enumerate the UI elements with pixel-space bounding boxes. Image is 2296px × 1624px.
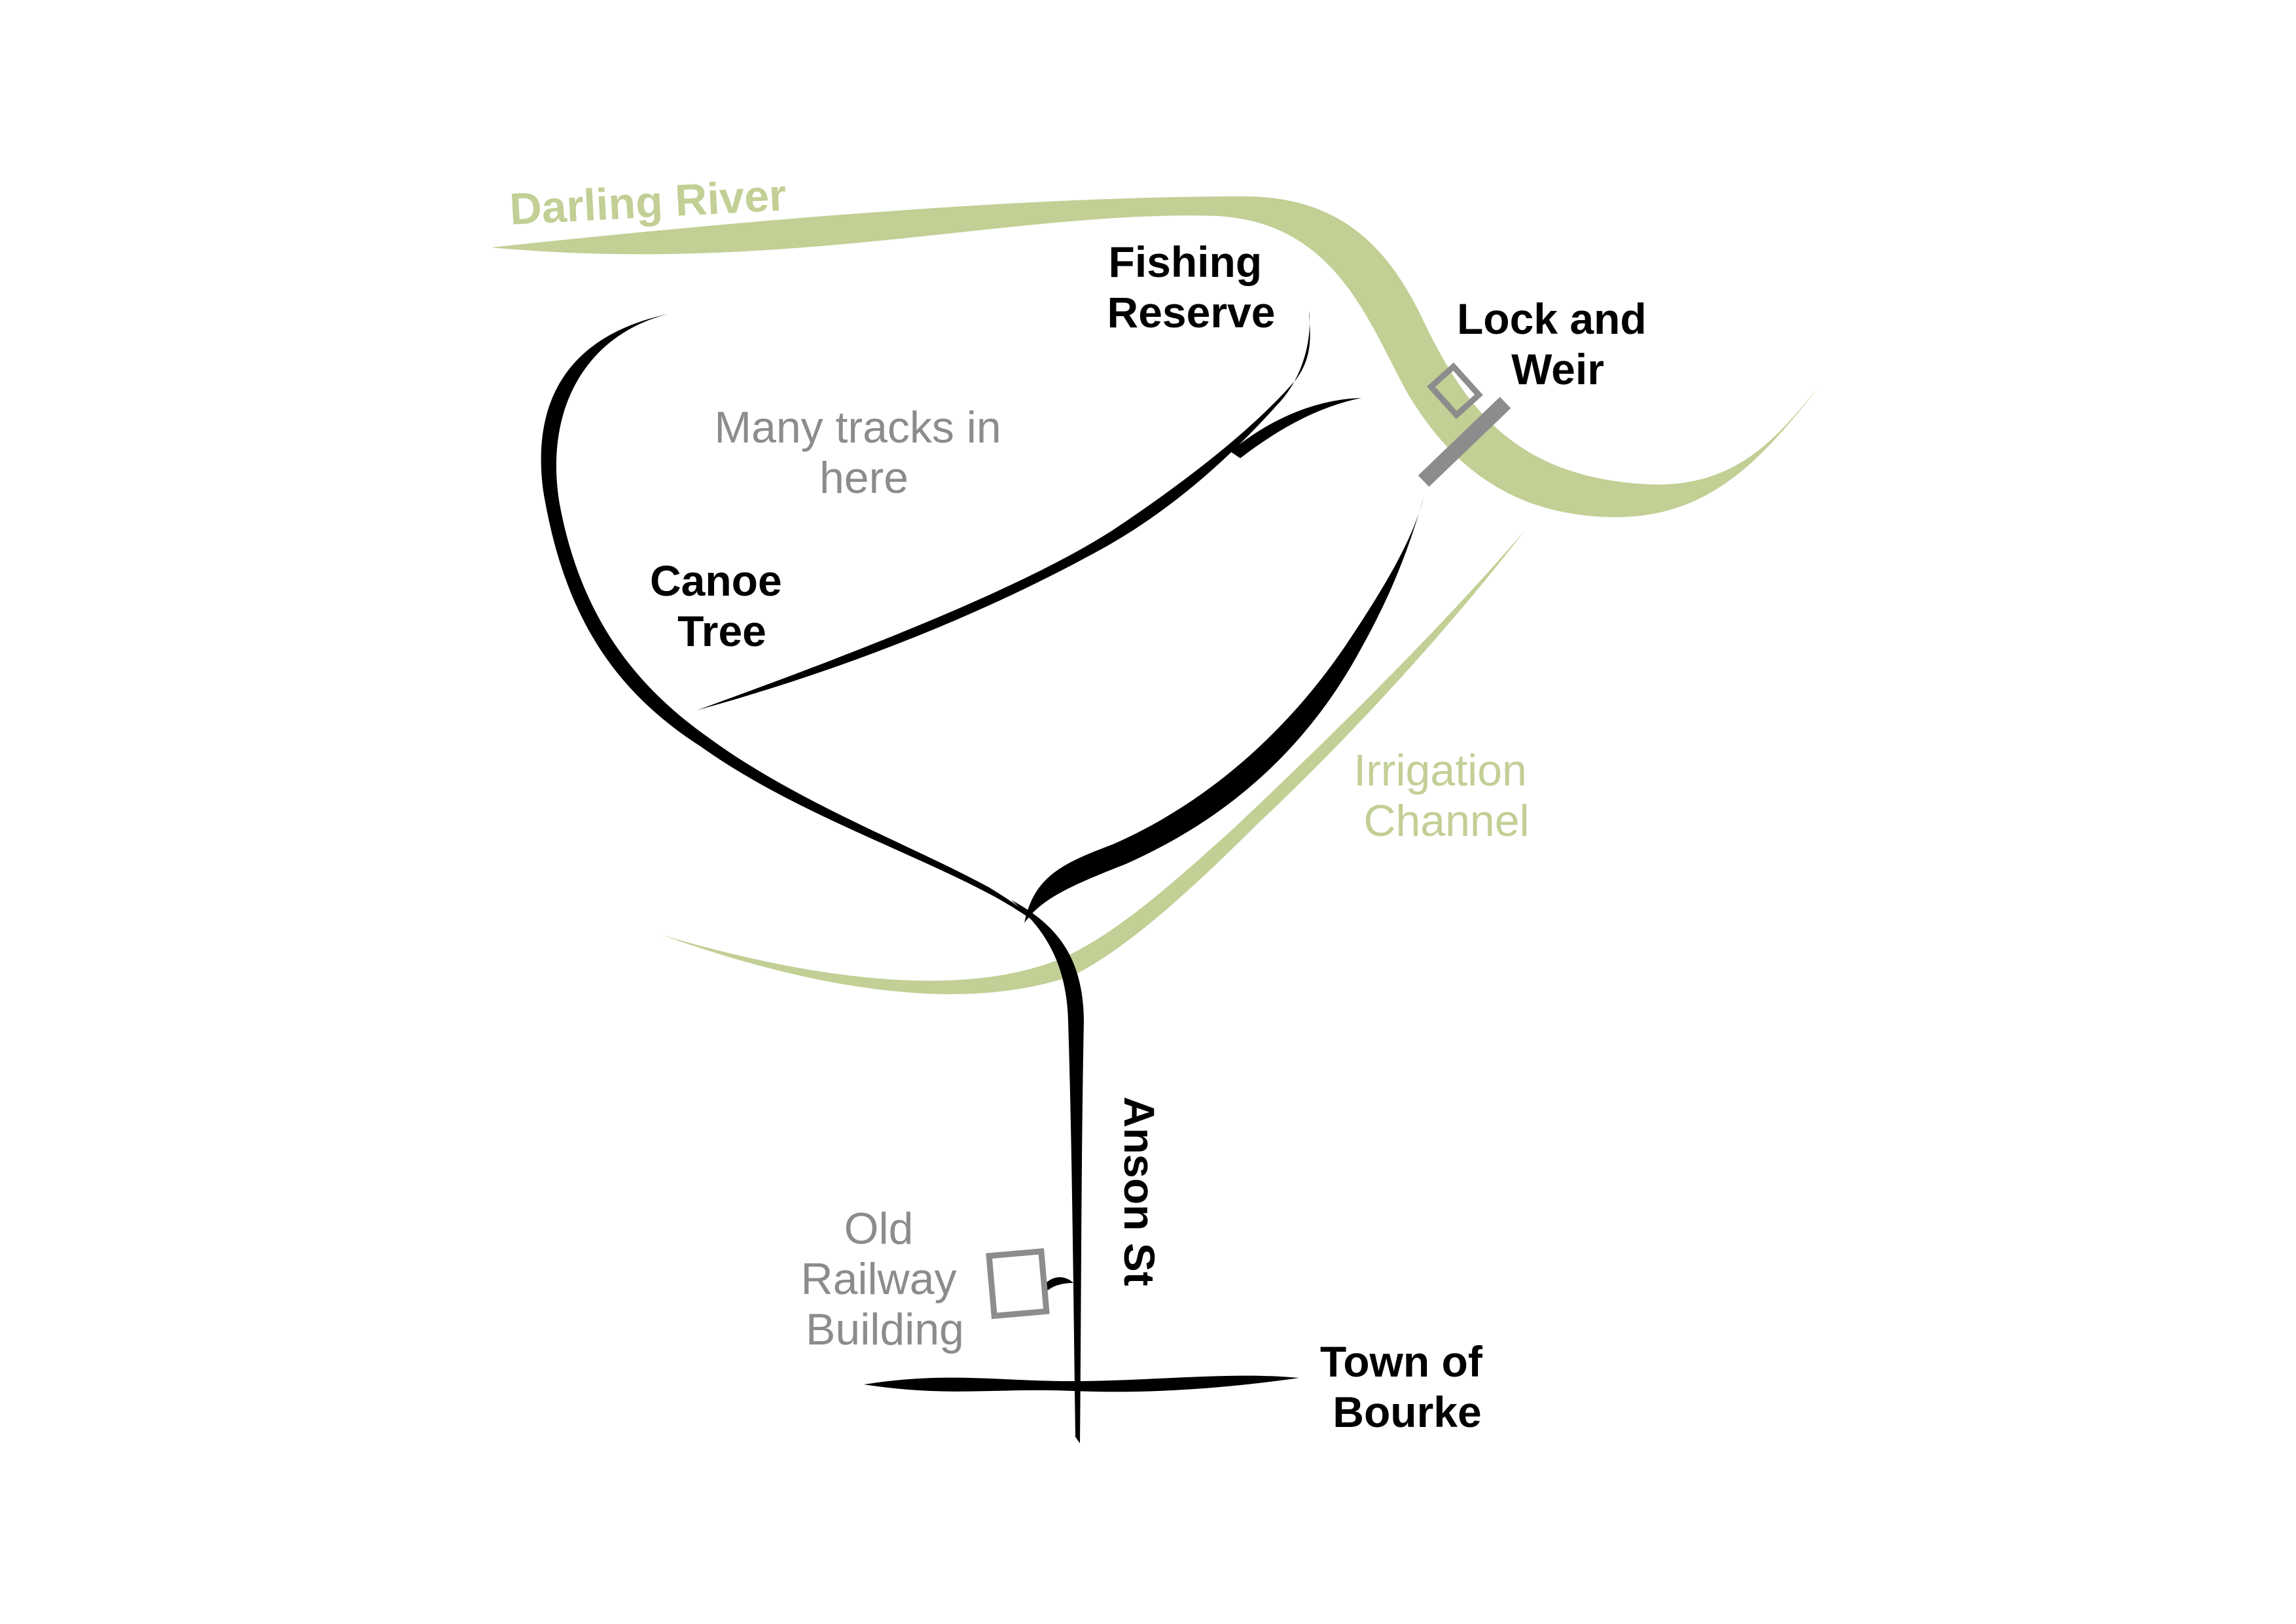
many-tracks-label: Many tracks in here xyxy=(714,403,1013,503)
railway-spur xyxy=(1046,1277,1073,1291)
fishing-spur xyxy=(1230,398,1361,458)
railway-building xyxy=(986,1248,1050,1320)
lock-box xyxy=(1427,362,1483,420)
anson-st-label: Anson St xyxy=(1115,1096,1164,1286)
lock-and-weir-label: Lock and Weir xyxy=(1457,295,1659,393)
canoe-tree-label: Canoe Tree xyxy=(650,556,794,655)
eastern-track xyxy=(1024,497,1424,923)
roads xyxy=(541,311,1424,1443)
darling-river xyxy=(491,196,1820,517)
bourke-road xyxy=(864,1375,1299,1392)
water-features xyxy=(491,196,1820,994)
fishing-reserve-label: Fishing Reserve xyxy=(1107,238,1276,336)
irrigation-channel-label: Irrigation Channel xyxy=(1354,746,1539,846)
weir-bar xyxy=(1418,397,1511,487)
structures xyxy=(986,362,1511,1320)
canoe-tree-track xyxy=(697,311,1310,710)
old-railway-building-label: Old Railway Building xyxy=(801,1204,969,1354)
labels: Darling River Fishing Reserve Lock and W… xyxy=(509,170,1659,1436)
town-of-bourke-label: Town of Bourke xyxy=(1320,1337,1494,1436)
